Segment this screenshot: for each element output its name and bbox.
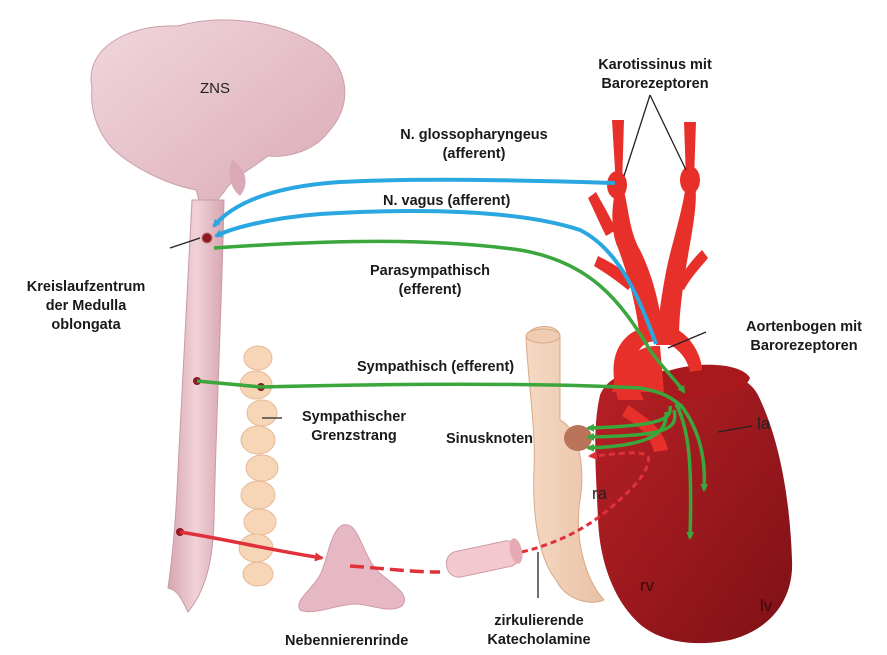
kreis-line-2: der Medulla: [4, 297, 168, 316]
la-label: la: [757, 414, 770, 434]
spinal-cord: [168, 200, 224, 612]
karotis-line-2: Barorezeptoren: [582, 75, 728, 94]
right-carotid: [656, 122, 696, 345]
rv-label: rv: [640, 576, 654, 596]
brain-shape: [91, 20, 345, 222]
grenz-line-1: Sympathischer: [292, 408, 416, 427]
kreis-line-3: oblongata: [4, 316, 168, 335]
kat-line-2: Katecholamine: [466, 631, 612, 650]
aorta-line-1: Aortenbogen mit: [728, 318, 880, 337]
aorta-line-2: Barorezeptoren: [728, 337, 880, 356]
grenzstrang-label: Sympathischer Grenzstrang: [292, 408, 416, 446]
kat-line-1: zirkulierende: [466, 612, 612, 631]
sinus-node: [564, 425, 592, 451]
kreis-line-1: Kreislaufzentrum: [4, 278, 168, 297]
nebennierenrinde-label: Nebennierenrinde: [285, 632, 408, 651]
katecholamine-label: zirkulierende Katecholamine: [466, 612, 612, 650]
vagus-label: N. vagus (afferent): [383, 192, 510, 211]
para-line-2: (efferent): [360, 281, 500, 300]
glosso-line-1: N. glossopharyngeus: [384, 126, 564, 145]
vessel-segment: [444, 537, 524, 579]
medulla-dot: [202, 233, 212, 243]
sympathisch-label: Sympathisch (efferent): [357, 358, 514, 377]
kreislaufzentrum-label: Kreislaufzentrum der Medulla oblongata: [4, 278, 168, 335]
lv-label: lv: [760, 596, 772, 616]
zns-label: ZNS: [200, 80, 230, 97]
para-line-1: Parasympathisch: [360, 262, 500, 281]
grenz-line-2: Grenzstrang: [292, 427, 416, 446]
glossopharyngeus-label: N. glossopharyngeus (afferent): [384, 126, 564, 164]
sinusknoten-label: Sinusknoten: [446, 430, 533, 449]
ra-label: ra: [592, 484, 607, 504]
glosso-line-2: (afferent): [384, 145, 564, 164]
parasympathisch-label: Parasympathisch (efferent): [360, 262, 500, 300]
karotissinus-label: Karotissinus mit Barorezeptoren: [582, 56, 728, 94]
karotis-line-1: Karotissinus mit: [582, 56, 728, 75]
adrenal-gland: [299, 525, 405, 612]
aortenbogen-label: Aortenbogen mit Barorezeptoren: [728, 318, 880, 356]
